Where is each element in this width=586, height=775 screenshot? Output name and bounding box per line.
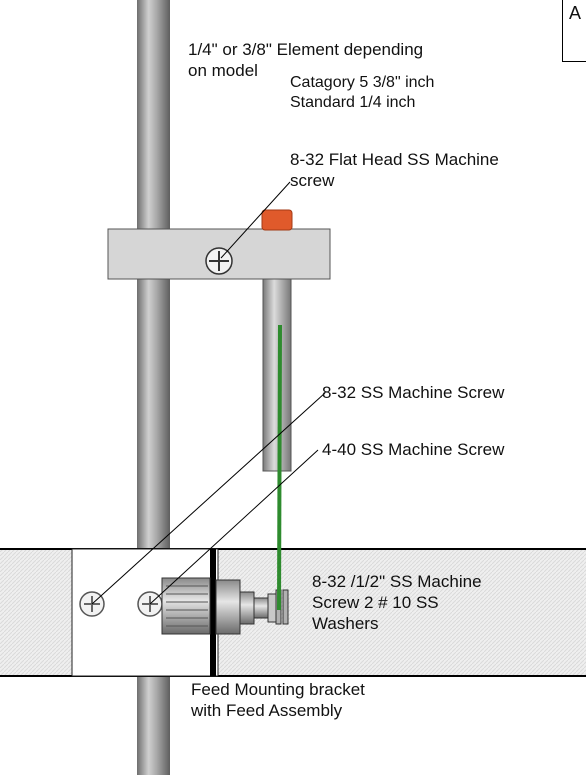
phillips-screw-icon xyxy=(205,247,233,275)
feed-connector-icon xyxy=(161,577,289,635)
leader-8-32 xyxy=(91,392,326,605)
label-4-40-screw: 4-40 SS Machine Screw xyxy=(322,440,505,459)
label-flat-head-line-1: 8-32 Flat Head SS Machine xyxy=(290,150,499,169)
plate-divider-bar xyxy=(210,549,216,676)
corner-letter: A xyxy=(569,3,582,23)
green-feed-wire xyxy=(277,324,282,611)
label-flat-head-line-2: screw xyxy=(290,171,335,190)
label-feed-bracket: Feed Mounting bracket with Feed Assembly xyxy=(191,679,365,721)
label-half-inch-line-2: Screw 2 # 10 SS xyxy=(312,593,439,612)
label-flat-head: 8-32 Flat Head SS Machine screw xyxy=(290,149,499,191)
label-element-line-2: on model xyxy=(188,61,258,80)
label-element: 1/4" or 3/8" Element depending on model xyxy=(188,39,423,81)
label-catagory: Catagory 5 3/8" inch Standard 1/4 inch xyxy=(290,73,434,113)
label-half-inch-line-1: 8-32 /1/2" SS Machine xyxy=(312,572,482,591)
corner-figure-label: A xyxy=(562,0,586,62)
label-catagory-line-2: Standard 1/4 inch xyxy=(290,94,416,111)
label-half-inch-screw: 8-32 /1/2" SS Machine Screw 2 # 10 SS Wa… xyxy=(312,571,482,634)
leader-4-40 xyxy=(149,449,319,605)
label-half-inch-line-3: Washers xyxy=(312,614,379,633)
label-element-line-1: 1/4" or 3/8" Element depending xyxy=(188,40,424,59)
label-catagory-line-1: Catagory 5 3/8" inch xyxy=(290,74,435,91)
leader-lines xyxy=(91,181,326,605)
support-tube xyxy=(262,278,292,472)
label-feed-line-1: Feed Mounting bracket xyxy=(191,680,365,699)
leader-flat-head xyxy=(220,181,291,259)
label-8-32-screw: 8-32 SS Machine Screw xyxy=(322,383,505,402)
label-feed-line-2: with Feed Assembly xyxy=(191,701,343,720)
orange-cap xyxy=(261,209,293,231)
